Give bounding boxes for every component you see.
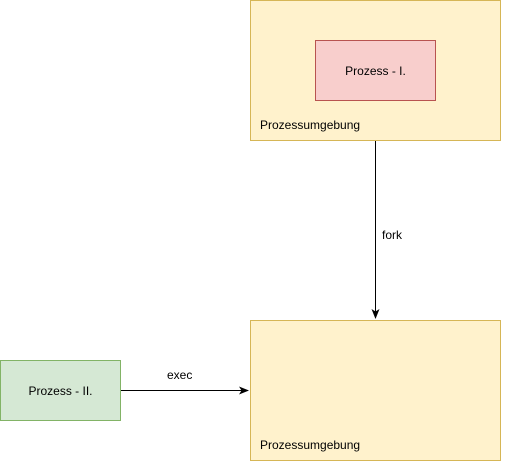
process-one-label: Prozess - I. (345, 63, 406, 78)
process-two-box: Prozess - II. (0, 360, 121, 421)
process-environment-top-label: Prozessumgebung (260, 118, 361, 132)
process-one-box: Prozess - I. (315, 40, 436, 101)
process-environment-bottom: Prozessumgebung (250, 320, 501, 461)
process-two-label: Prozess - II. (28, 383, 93, 398)
fork-label: fork (382, 228, 403, 242)
exec-label: exec (167, 368, 193, 382)
process-environment-bottom-label: Prozessumgebung (260, 438, 361, 452)
